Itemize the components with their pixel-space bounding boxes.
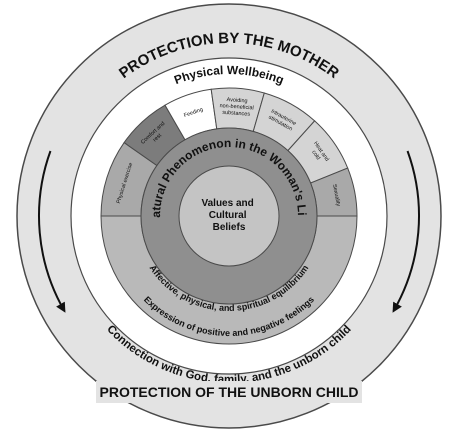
segment-label-line: rest: [152, 132, 163, 143]
segment-label-line: cold: [310, 149, 321, 161]
center-label: Values and Cultural Beliefs: [201, 198, 256, 233]
center-line-1: Values and: [201, 198, 253, 209]
segment-label: Sexuality: [331, 184, 341, 207]
segment-label-line: substances: [222, 110, 250, 118]
segment-label-line: Sexuality: [331, 184, 341, 207]
bottom-title: PROTECTION OF THE UNBORN CHILD: [100, 384, 359, 400]
center-circle: [178, 165, 280, 267]
segment-label-line: non-beneficial: [219, 103, 254, 111]
bottom-title-bg: [96, 381, 362, 403]
segment-label-line: Avoiding: [226, 97, 247, 104]
center-line-2: Cultural: [209, 210, 247, 221]
center-line-3: Beliefs: [213, 222, 246, 233]
segment-label: Avoidingnon-beneficialsubstances: [219, 97, 254, 118]
right-arrow: [392, 150, 420, 313]
left-arrow: [38, 150, 66, 313]
